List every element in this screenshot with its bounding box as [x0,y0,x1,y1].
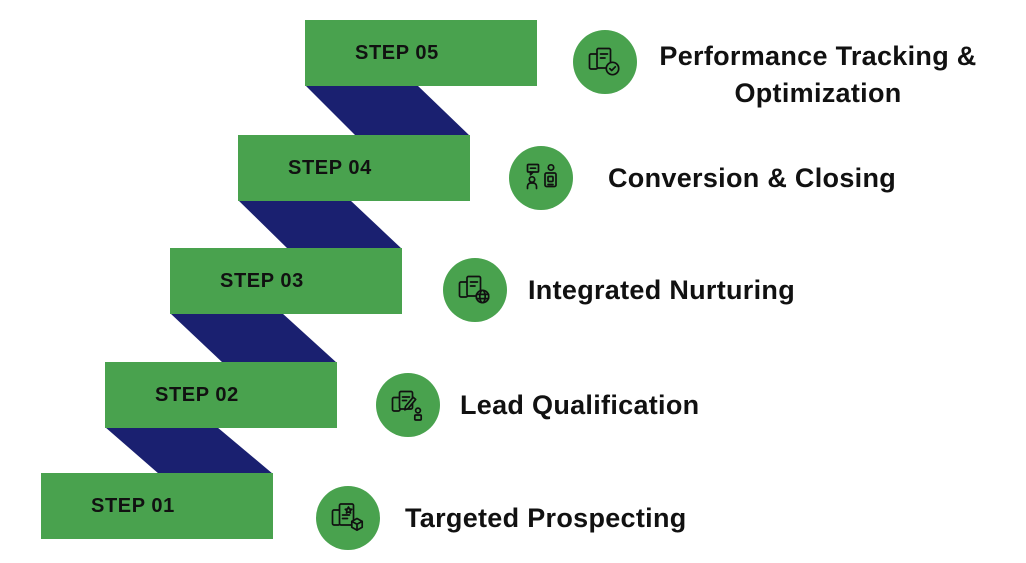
step-02-icon-badge [376,373,440,437]
step-number-label: STEP 04 [288,156,372,179]
step-number-label: STEP 03 [220,269,304,292]
step-title-03: Integrated Nurturing [528,274,795,305]
step-bar-01: STEP 01 [41,473,273,539]
step-04-icon-badge [509,146,573,210]
step-number-label: STEP 02 [155,383,239,406]
step-bar-02: STEP 02 [105,362,337,428]
step-03-icon-badge [443,258,507,322]
document-star-cube-icon [331,503,364,531]
ribbon-connector-5-4 [305,85,470,136]
step-title-05: Performance Tracking & Optimization [659,41,977,108]
step-01-icon-badge [316,486,380,550]
document-pencil-icon [391,390,423,421]
step-bar-04: STEP 04 [238,135,470,201]
step-title-04: Conversion & Closing [608,162,897,193]
step-bar-05: STEP 05 [305,20,537,86]
step-bar-03: STEP 03 [170,248,402,314]
conversation-people-icon [526,163,557,190]
document-globe-icon [458,275,490,304]
ribbon-connector-3-2 [170,313,337,363]
step-05-icon-badge [573,30,637,94]
step-title-02: Lead Qualification [460,389,700,420]
step-number-label: STEP 01 [91,494,175,517]
document-check-icon [588,47,620,76]
step-title-01: Targeted Prospecting [405,502,687,533]
ribbon-connector-2-1 [105,427,273,474]
step-number-label: STEP 05 [355,41,439,64]
ribbon-connector-4-3 [238,200,402,249]
